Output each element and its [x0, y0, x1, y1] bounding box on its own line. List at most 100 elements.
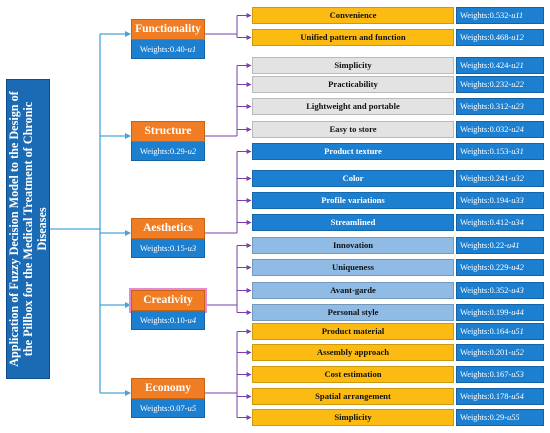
sub-criterion-label: Color	[252, 170, 454, 187]
sub-criterion-weight: Weights:0.532-u11	[456, 7, 544, 24]
sub-weight-code: u44	[511, 308, 524, 317]
sub-weight-value: Weights:0.164-	[460, 327, 512, 336]
sub-weight-value: Weights:0.241-	[460, 174, 512, 183]
sub-criterion-label: Simplicity	[252, 409, 454, 426]
sub-weight-value: Weights:0.312-	[460, 102, 512, 111]
sub-weight-code: u41	[507, 241, 520, 250]
criterion-name: Economy	[131, 378, 205, 399]
sub-weight-code: u11	[511, 11, 524, 20]
criterion-weight: Weights:0.07-u5	[131, 399, 205, 418]
sub-weight-value: Weights:0.29-	[460, 413, 508, 422]
sub-weight-code: u43	[511, 286, 524, 295]
sub-weight-code: u42	[511, 263, 524, 272]
sub-weight-code: u54	[511, 392, 524, 401]
criterion-weight-value: Weights:0.15-	[139, 243, 188, 253]
criterion-weight-code: u5	[187, 403, 197, 413]
root-goal-title: Application of Fuzzy Decision Model to t…	[7, 91, 49, 367]
sub-criterion-weight: Weights:0.312-u23	[456, 98, 544, 115]
sub-criterion-label: Spatial arrangement	[252, 388, 454, 405]
sub-weight-code: u51	[511, 327, 524, 336]
sub-criterion-label: Personal style	[252, 304, 454, 321]
sub-weight-code: u21	[511, 61, 524, 70]
criterion-weight-value: Weights:0.10-	[139, 315, 188, 325]
sub-weight-value: Weights:0.232-	[460, 80, 512, 89]
sub-criterion-label: Easy to store	[252, 121, 454, 138]
sub-weight-code: u34	[511, 218, 524, 227]
sub-criterion-label: Practicability	[252, 76, 454, 93]
sub-weight-value: Weights:0.424-	[460, 61, 512, 70]
sub-weight-value: Weights:0.201-	[460, 348, 512, 357]
root-goal-box: Application of Fuzzy Decision Model to t…	[6, 79, 50, 379]
sub-weight-code: u22	[511, 80, 524, 89]
criterion-weight: Weights:0.10-u4	[131, 311, 205, 330]
criterion-name: Aesthetics	[131, 218, 205, 239]
sub-criterion-weight: Weights:0.424-u21	[456, 57, 544, 74]
sub-criterion-weight: Weights:0.22-u41	[456, 237, 544, 254]
criterion-weight-code: u3	[187, 243, 197, 253]
sub-criterion-label: Avant-garde	[252, 282, 454, 299]
criterion-name: Creativity	[131, 290, 205, 311]
sub-weight-value: Weights:0.532-	[460, 11, 512, 20]
sub-weight-code: u53	[511, 370, 524, 379]
sub-weight-code: u32	[511, 174, 524, 183]
sub-criterion-label: Product material	[252, 323, 454, 340]
sub-weight-value: Weights:0.468-	[460, 33, 512, 42]
sub-criterion-weight: Weights:0.153-u31	[456, 143, 544, 160]
sub-criterion-label: Product texture	[252, 143, 454, 160]
criterion-weight: Weights:0.15-u3	[131, 239, 205, 258]
criterion-name: Structure	[131, 121, 205, 142]
sub-criterion-weight: Weights:0.199-u44	[456, 304, 544, 321]
criterion-weight-code: u1	[187, 44, 197, 54]
criterion-name: Functionality	[131, 19, 205, 40]
sub-criterion-label: Lightweight and portable	[252, 98, 454, 115]
sub-weight-code: u55	[507, 413, 520, 422]
sub-weight-code: u24	[511, 125, 524, 134]
sub-weight-value: Weights:0.032-	[460, 125, 512, 134]
criterion-weight-value: Weights:0.40-	[139, 44, 188, 54]
criterion-weight-value: Weights:0.07-	[139, 403, 188, 413]
criterion-weight: Weights:0.40-u1	[131, 40, 205, 59]
sub-criterion-weight: Weights:0.29-u55	[456, 409, 544, 426]
sub-criterion-weight: Weights:0.201-u52	[456, 344, 544, 361]
sub-criterion-weight: Weights:0.232-u22	[456, 76, 544, 93]
sub-criterion-label: Innovation	[252, 237, 454, 254]
sub-weight-value: Weights:0.194-	[460, 196, 512, 205]
sub-criterion-label: Uniqueness	[252, 259, 454, 276]
sub-criterion-weight: Weights:0.178-u54	[456, 388, 544, 405]
sub-criterion-weight: Weights:0.167-u53	[456, 366, 544, 383]
sub-criterion-weight: Weights:0.241-u32	[456, 170, 544, 187]
sub-criterion-label: Convenience	[252, 7, 454, 24]
sub-criterion-label: Cost estimation	[252, 366, 454, 383]
criterion-weight-code: u4	[187, 315, 197, 325]
criterion-weight-value: Weights:0.29-	[139, 146, 188, 156]
sub-criterion-weight: Weights:0.352-u43	[456, 282, 544, 299]
sub-criterion-weight: Weights:0.032-u24	[456, 121, 544, 138]
sub-weight-value: Weights:0.352-	[460, 286, 512, 295]
sub-criterion-weight: Weights:0.164-u51	[456, 323, 544, 340]
sub-weight-code: u52	[511, 348, 524, 357]
sub-criterion-weight: Weights:0.412-u34	[456, 214, 544, 231]
sub-weight-code: u31	[511, 147, 524, 156]
sub-weight-code: u12	[511, 33, 524, 42]
sub-criterion-label: Unified pattern and function	[252, 29, 454, 46]
sub-criterion-label: Simplicity	[252, 57, 454, 74]
sub-weight-value: Weights:0.178-	[460, 392, 512, 401]
sub-weight-value: Weights:0.22-	[460, 241, 508, 250]
sub-weight-value: Weights:0.412-	[460, 218, 512, 227]
sub-criterion-weight: Weights:0.229-u42	[456, 259, 544, 276]
criterion-weight: Weights:0.29-u2	[131, 142, 205, 161]
sub-criterion-weight: Weights:0.194-u33	[456, 192, 544, 209]
sub-weight-code: u23	[511, 102, 524, 111]
sub-criterion-label: Assembly approach	[252, 344, 454, 361]
sub-weight-code: u33	[511, 196, 524, 205]
sub-weight-value: Weights:0.153-	[460, 147, 512, 156]
criterion-weight-code: u2	[187, 146, 197, 156]
sub-weight-value: Weights:0.167-	[460, 370, 512, 379]
sub-weight-value: Weights:0.199-	[460, 308, 512, 317]
